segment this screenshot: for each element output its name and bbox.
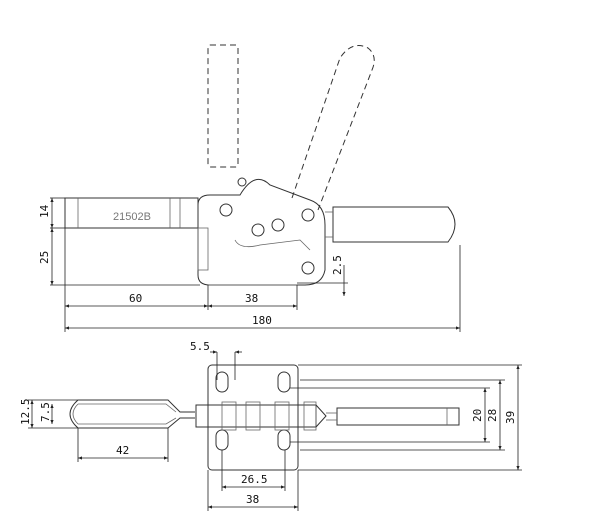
mount-slot (277, 429, 291, 451)
clamp-spindle (336, 407, 460, 426)
base-plate (207, 364, 299, 471)
pivot-hole (301, 208, 315, 222)
dim-plate-width: 38 (246, 493, 259, 506)
dim-slot-outer: 28 (486, 409, 499, 422)
pivot-hole (301, 261, 315, 275)
clamp-body (197, 178, 326, 286)
dim-slot-width: 5.5 (190, 340, 210, 353)
dim-slot-inner: 20 (471, 409, 484, 422)
dim-loop-inner: 7.5 (39, 402, 52, 422)
dim-hole-spacing: 26.5 (241, 473, 268, 486)
dim-base-width: 38 (245, 292, 258, 305)
mount-slot (215, 371, 229, 393)
handle-open-ghost (207, 44, 239, 168)
dim-bar-height: 14 (38, 204, 51, 218)
dim-offset: 2.5 (331, 255, 344, 275)
mount-slot (215, 429, 229, 451)
dim-total-length: 180 (252, 314, 272, 327)
mount-slot (277, 371, 291, 393)
dim-loop-outer: 12.5 (19, 399, 32, 426)
handle-slanted (291, 45, 375, 211)
handle-grip (332, 206, 456, 243)
dim-bar-length: 60 (129, 292, 142, 305)
dim-loop-length: 42 (116, 444, 129, 457)
dim-plate-height: 39 (504, 411, 517, 424)
pivot-hole (251, 223, 265, 237)
dim-body-height: 25 (38, 251, 51, 264)
top-view: 5.5 12.5 7.5 42 26.5 38 20 28 39 (19, 340, 522, 511)
handle-loop (69, 399, 195, 429)
pivot-hole (219, 203, 233, 217)
pivot-hole (271, 218, 285, 232)
part-label: 21502B (113, 211, 151, 223)
side-view: 21502B 14 25 60 38 180 2.5 (38, 44, 461, 332)
